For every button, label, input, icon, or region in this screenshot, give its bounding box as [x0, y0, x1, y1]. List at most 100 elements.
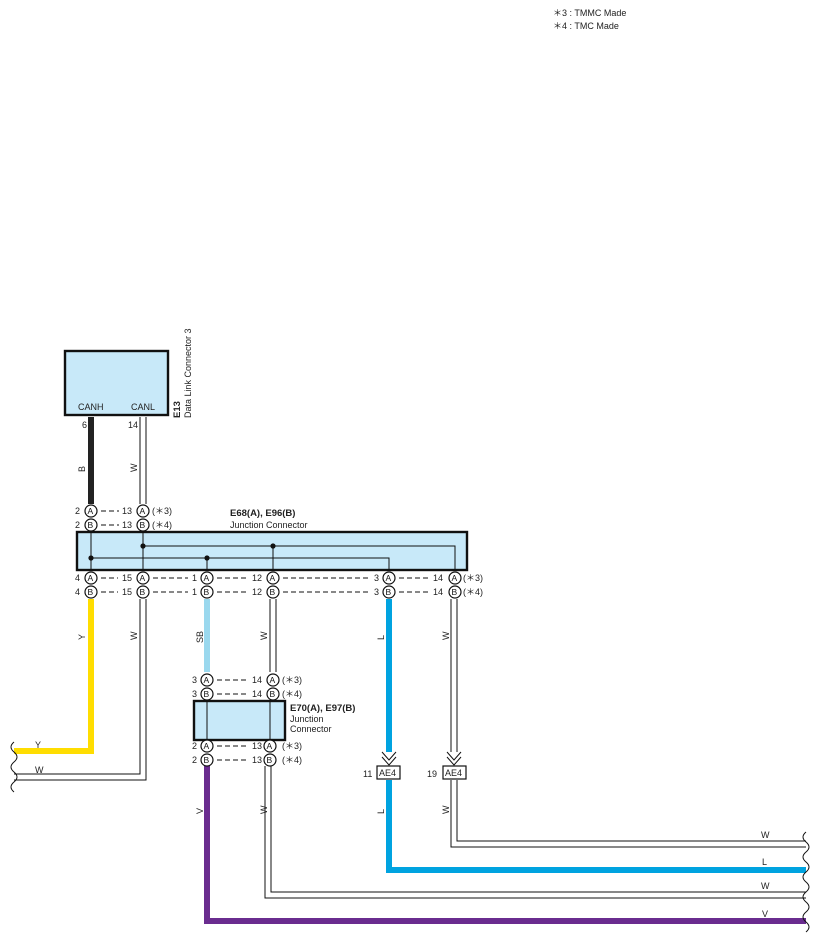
ae4-pin-11: 11	[363, 769, 372, 779]
jc2-box	[192, 699, 287, 742]
pin-letter: A	[204, 741, 210, 751]
break-mark	[802, 831, 810, 933]
inline-connector-ae4-11: 11 AE4	[363, 751, 401, 780]
ae4-box	[442, 765, 467, 780]
pin-label: 2	[192, 755, 197, 765]
label-w-right-2: W	[761, 881, 770, 891]
pin-circle	[136, 585, 150, 599]
chevron-down-icon	[446, 751, 462, 766]
jc2-title: E70(A), E97(B)	[290, 703, 355, 714]
pin-circle	[382, 571, 396, 585]
pin-circle	[84, 585, 98, 599]
jc1-junction-dot	[140, 543, 146, 549]
break-marks-right	[802, 831, 810, 933]
pin-label: 4	[75, 573, 80, 583]
wire-w-jc2-a	[264, 766, 806, 899]
pin-letter: B	[386, 587, 392, 597]
data-link-connector: CANH CANL E13 Data Link Connector 3 6 14	[63, 328, 193, 430]
pin-note: (＊4)	[282, 689, 302, 699]
junction-connector-1	[75, 530, 469, 572]
pin-label: 14	[433, 587, 443, 597]
pin-circle	[448, 571, 462, 585]
pin-label: 1	[192, 587, 197, 597]
wire-w-left-b	[14, 599, 147, 781]
pin-letter: A	[140, 506, 146, 516]
pin-note: (＊3)	[282, 675, 302, 685]
label-w-canl: W	[129, 463, 139, 472]
pin-label: 13	[252, 755, 262, 765]
label-w-ae4: W	[441, 805, 451, 814]
pin-label: 2	[75, 520, 80, 530]
label-sb: SB	[195, 631, 205, 643]
jc1-junction-dot	[88, 555, 94, 561]
pin-letter: B	[204, 755, 210, 765]
pin-circle	[200, 673, 214, 687]
pin-letter: A	[270, 675, 276, 685]
pin-letter: A	[270, 573, 276, 583]
junction-connector-2: E70(A), E97(B) Junction Connector	[192, 699, 355, 742]
pin-label: 14	[252, 689, 262, 699]
dlc-pin-14: 14	[128, 420, 138, 430]
pin-label: 2	[192, 741, 197, 751]
pin-label: 15	[122, 587, 132, 597]
dlc-name: Data Link Connector 3	[183, 328, 193, 418]
pin-circle	[382, 585, 396, 599]
pin-circle	[263, 739, 277, 753]
pin-circle	[263, 753, 277, 767]
pin-letter: B	[267, 755, 273, 765]
wire-y	[14, 599, 94, 754]
wire-w-left-a	[14, 599, 141, 775]
dlc-canh-label: CANH	[78, 402, 104, 412]
pin-letter: B	[140, 587, 146, 597]
pin-letter: B	[204, 587, 210, 597]
pin-letter: A	[267, 741, 273, 751]
wire-v	[204, 766, 806, 924]
jc1-junction-dot	[270, 543, 276, 549]
pin-label: 13	[122, 506, 132, 516]
pin-circle	[200, 739, 214, 753]
pin-circle	[448, 585, 462, 599]
dlc-canl-label: CANL	[131, 402, 155, 412]
pin-circle	[84, 571, 98, 585]
label-y-horizontal: Y	[35, 740, 41, 750]
label-w-right-1: W	[761, 830, 770, 840]
ae4-label: AE4	[445, 768, 462, 778]
dlc-box	[63, 349, 170, 417]
label-y-vertical: Y	[77, 634, 87, 640]
pin-label: 3	[192, 689, 197, 699]
pin-letter: B	[204, 689, 210, 699]
pin-letter: A	[140, 573, 146, 583]
pin-label: 1	[192, 573, 197, 583]
label-w-left-vertical: W	[129, 631, 139, 640]
pin-letter: A	[204, 573, 210, 583]
pin-letter: A	[88, 506, 94, 516]
label-w-left-horizontal: W	[35, 765, 44, 775]
jc1-lower-pins: 4 A 15 A 1 A 12 A 3 A 14 A (＊3) 4 B 15 B…	[75, 571, 483, 599]
label-w-14: W	[441, 631, 451, 640]
break-marks-left	[10, 741, 18, 793]
pin-label: 4	[75, 587, 80, 597]
jc2-subtitle-2: Connector	[290, 724, 332, 734]
pin-letter: B	[270, 587, 276, 597]
pin-note: (＊4)	[282, 755, 302, 765]
pin-letter: A	[88, 573, 94, 583]
pin-circle	[136, 571, 150, 585]
pin-label: 12	[252, 573, 262, 583]
pin-letter: A	[386, 573, 392, 583]
label-l-lower: L	[376, 809, 386, 814]
jc1-title: E68(A), E96(B)	[230, 508, 295, 519]
wire-labels: B W Y W SB W L W Y W V W L W W L W V	[35, 463, 770, 919]
jc1-internal	[91, 557, 390, 570]
ae4-pin-19: 19	[427, 769, 437, 779]
jc2-lower-pins: 2 A 13 A (＊3) 2 B 13 B (＊4)	[192, 739, 302, 767]
pin-note: (＊3)	[152, 506, 172, 516]
pin-label: 13	[252, 741, 262, 751]
jc2-subtitle-1: Junction	[290, 714, 324, 724]
pin-label: 12	[252, 587, 262, 597]
pin-circle	[84, 504, 98, 518]
pin-letter: A	[204, 675, 210, 685]
label-w-jc2: W	[259, 805, 269, 814]
label-l-right: L	[762, 857, 767, 867]
pin-circle	[266, 585, 280, 599]
